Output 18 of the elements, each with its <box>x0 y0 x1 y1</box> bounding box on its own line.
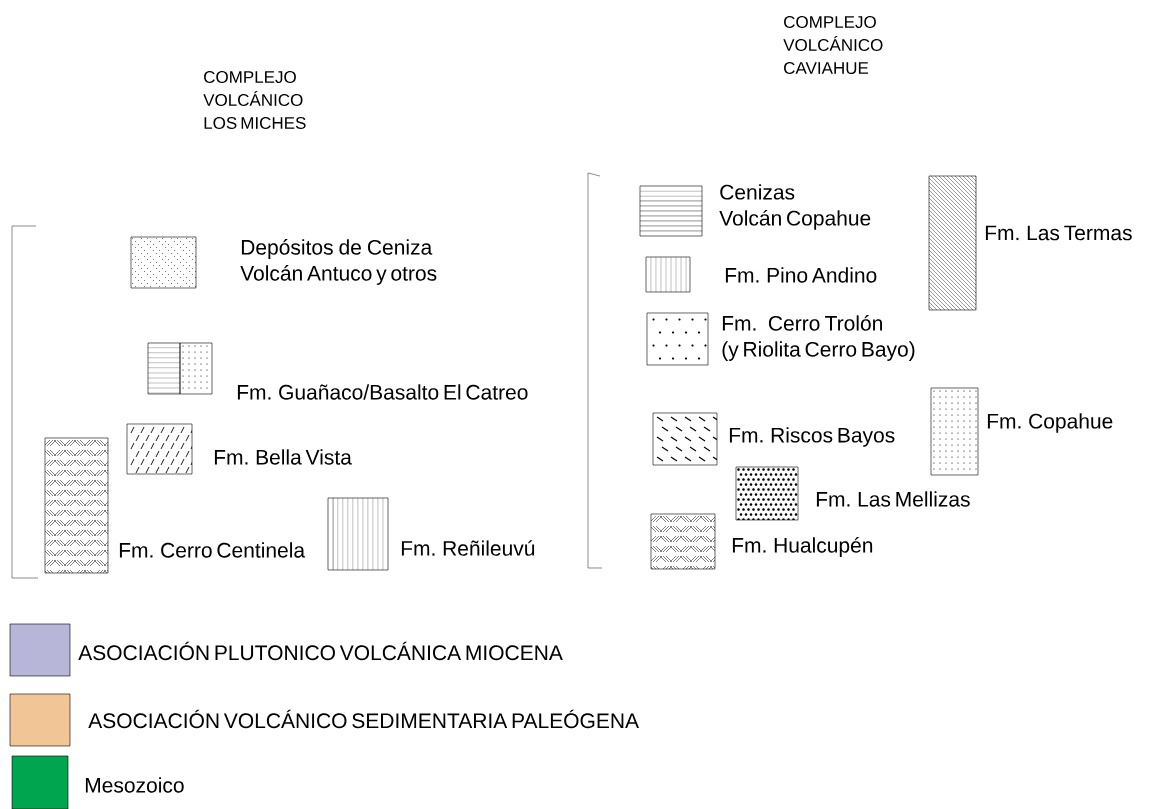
legend-label: ASOCIACIÓN PLUTONICO VOLCÁNICA MIOCENA <box>78 641 563 661</box>
legend-label: Fm. Reñileuvú <box>401 540 535 556</box>
legend-label: Fm. Las Mellizas <box>816 491 970 507</box>
complex-title: COMPLEJO VOLCÁNICO CAVIAHUE <box>783 15 883 74</box>
legend-label: Mesozoico <box>85 777 184 793</box>
legend-label: Fm. Riscos Bayos <box>729 427 895 447</box>
legend-label: Cenizas Volcán Copahue <box>719 184 871 230</box>
legend-label: Fm. Hualcupén <box>732 537 873 557</box>
legend-label: Fm. Pino Andino <box>725 267 877 283</box>
complex-title: COMPLEJO VOLCÁNICO LOS MICHES <box>203 70 306 129</box>
legend-label: ASOCIACIÓN VOLCÁNICO SEDIMENTARIA PALEÓGENA <box>88 709 639 729</box>
legend-label: Fm. Cerro Trolón (y Riolita Cerro Bayo) <box>722 315 915 361</box>
legend-label: Fm. Cerro Centinela <box>119 542 306 558</box>
legend-label: Fm. Guañaco/Basalto El Catreo <box>237 384 528 400</box>
legend-label: Depósitos de Ceniza Volcán Antuco y otros <box>240 239 437 285</box>
legend-label: Fm. Copahue <box>987 413 1113 433</box>
legend-label: Fm. Bella Vista <box>214 449 352 465</box>
legend-label: Fm. Las Termas <box>985 225 1132 241</box>
